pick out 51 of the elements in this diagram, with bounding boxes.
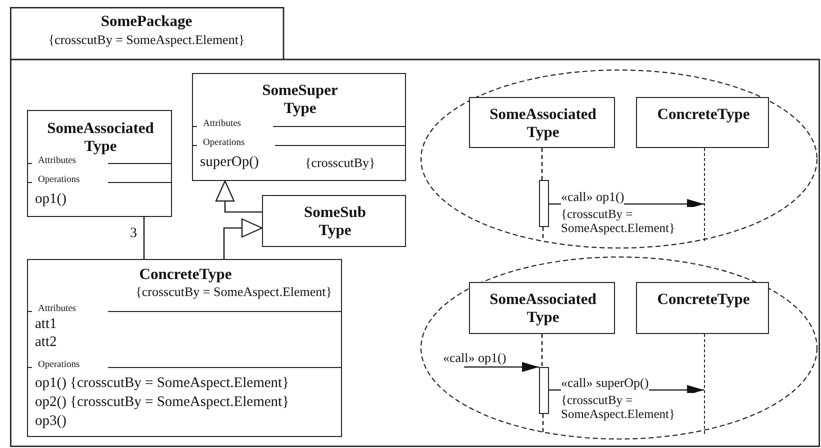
generalization-arrow (223, 218, 263, 259)
lifeline (541, 334, 543, 367)
compartment-label: Operations (38, 175, 80, 186)
association-line (143, 217, 145, 259)
message-arrow (464, 362, 539, 372)
activation-bar (539, 367, 549, 414)
activation-bar (539, 180, 549, 227)
class-name: SomeSuper Type (261, 82, 339, 118)
compartment-label: Operations (38, 360, 80, 371)
message-label: «call» op1() (443, 351, 506, 366)
member-text: att2 (35, 334, 57, 351)
object-name: SomeAssociated Type (488, 106, 598, 142)
member-text: att1 (35, 316, 57, 333)
lifeline-head (636, 282, 769, 334)
object-name: ConcreteType (656, 291, 751, 309)
lifeline (541, 148, 543, 180)
object-name: SomeAssociated Type (488, 291, 598, 327)
lifeline-head (636, 97, 769, 148)
generalization-arrow (215, 180, 262, 213)
compartment-label: Attributes (203, 119, 241, 130)
member-text: op3() (35, 413, 66, 430)
message-label: «call» op1() (561, 190, 624, 205)
lifeline (702, 334, 708, 434)
member-text: op1() {crosscutBy = SomeAspect.Element} (35, 375, 290, 392)
package-name: SomePackage (100, 13, 194, 31)
class-box (27, 259, 342, 437)
object-name: ConcreteType (656, 106, 751, 124)
constraint-text: {crosscutBy} (305, 156, 376, 171)
interaction-region (420, 69, 818, 249)
member-text: superOp() (200, 154, 259, 171)
class-box (192, 73, 406, 181)
class-box (27, 110, 172, 217)
lifeline-head (469, 282, 615, 334)
lifeline (702, 148, 708, 241)
class-name: ConcreteType (138, 266, 233, 284)
constraint-text: {crosscutBy = SomeAspect.Element} (561, 207, 697, 236)
class-name: SomeAssociated Type (46, 120, 155, 156)
package-frame (10, 7, 820, 447)
lifeline-head (469, 97, 615, 148)
compartment-label: Operations (203, 138, 245, 149)
interaction-region (420, 256, 818, 440)
member-text: op1() (35, 191, 66, 208)
message-label: «call» superOp() (561, 376, 649, 391)
class-box (262, 195, 406, 247)
member-text: op2() {crosscutBy = SomeAspect.Element} (35, 394, 290, 411)
compartment-label: Attributes (38, 156, 76, 167)
compartment-label: Attributes (38, 304, 76, 315)
class-name: SomeSub Type (302, 204, 368, 240)
constraint-text: {crosscutBy = SomeAspect.Element} (136, 285, 332, 300)
constraint-text: {crosscutBy = SomeAspect.Element} (47, 33, 246, 48)
constraint-text: {crosscutBy = SomeAspect.Element} (561, 393, 697, 422)
